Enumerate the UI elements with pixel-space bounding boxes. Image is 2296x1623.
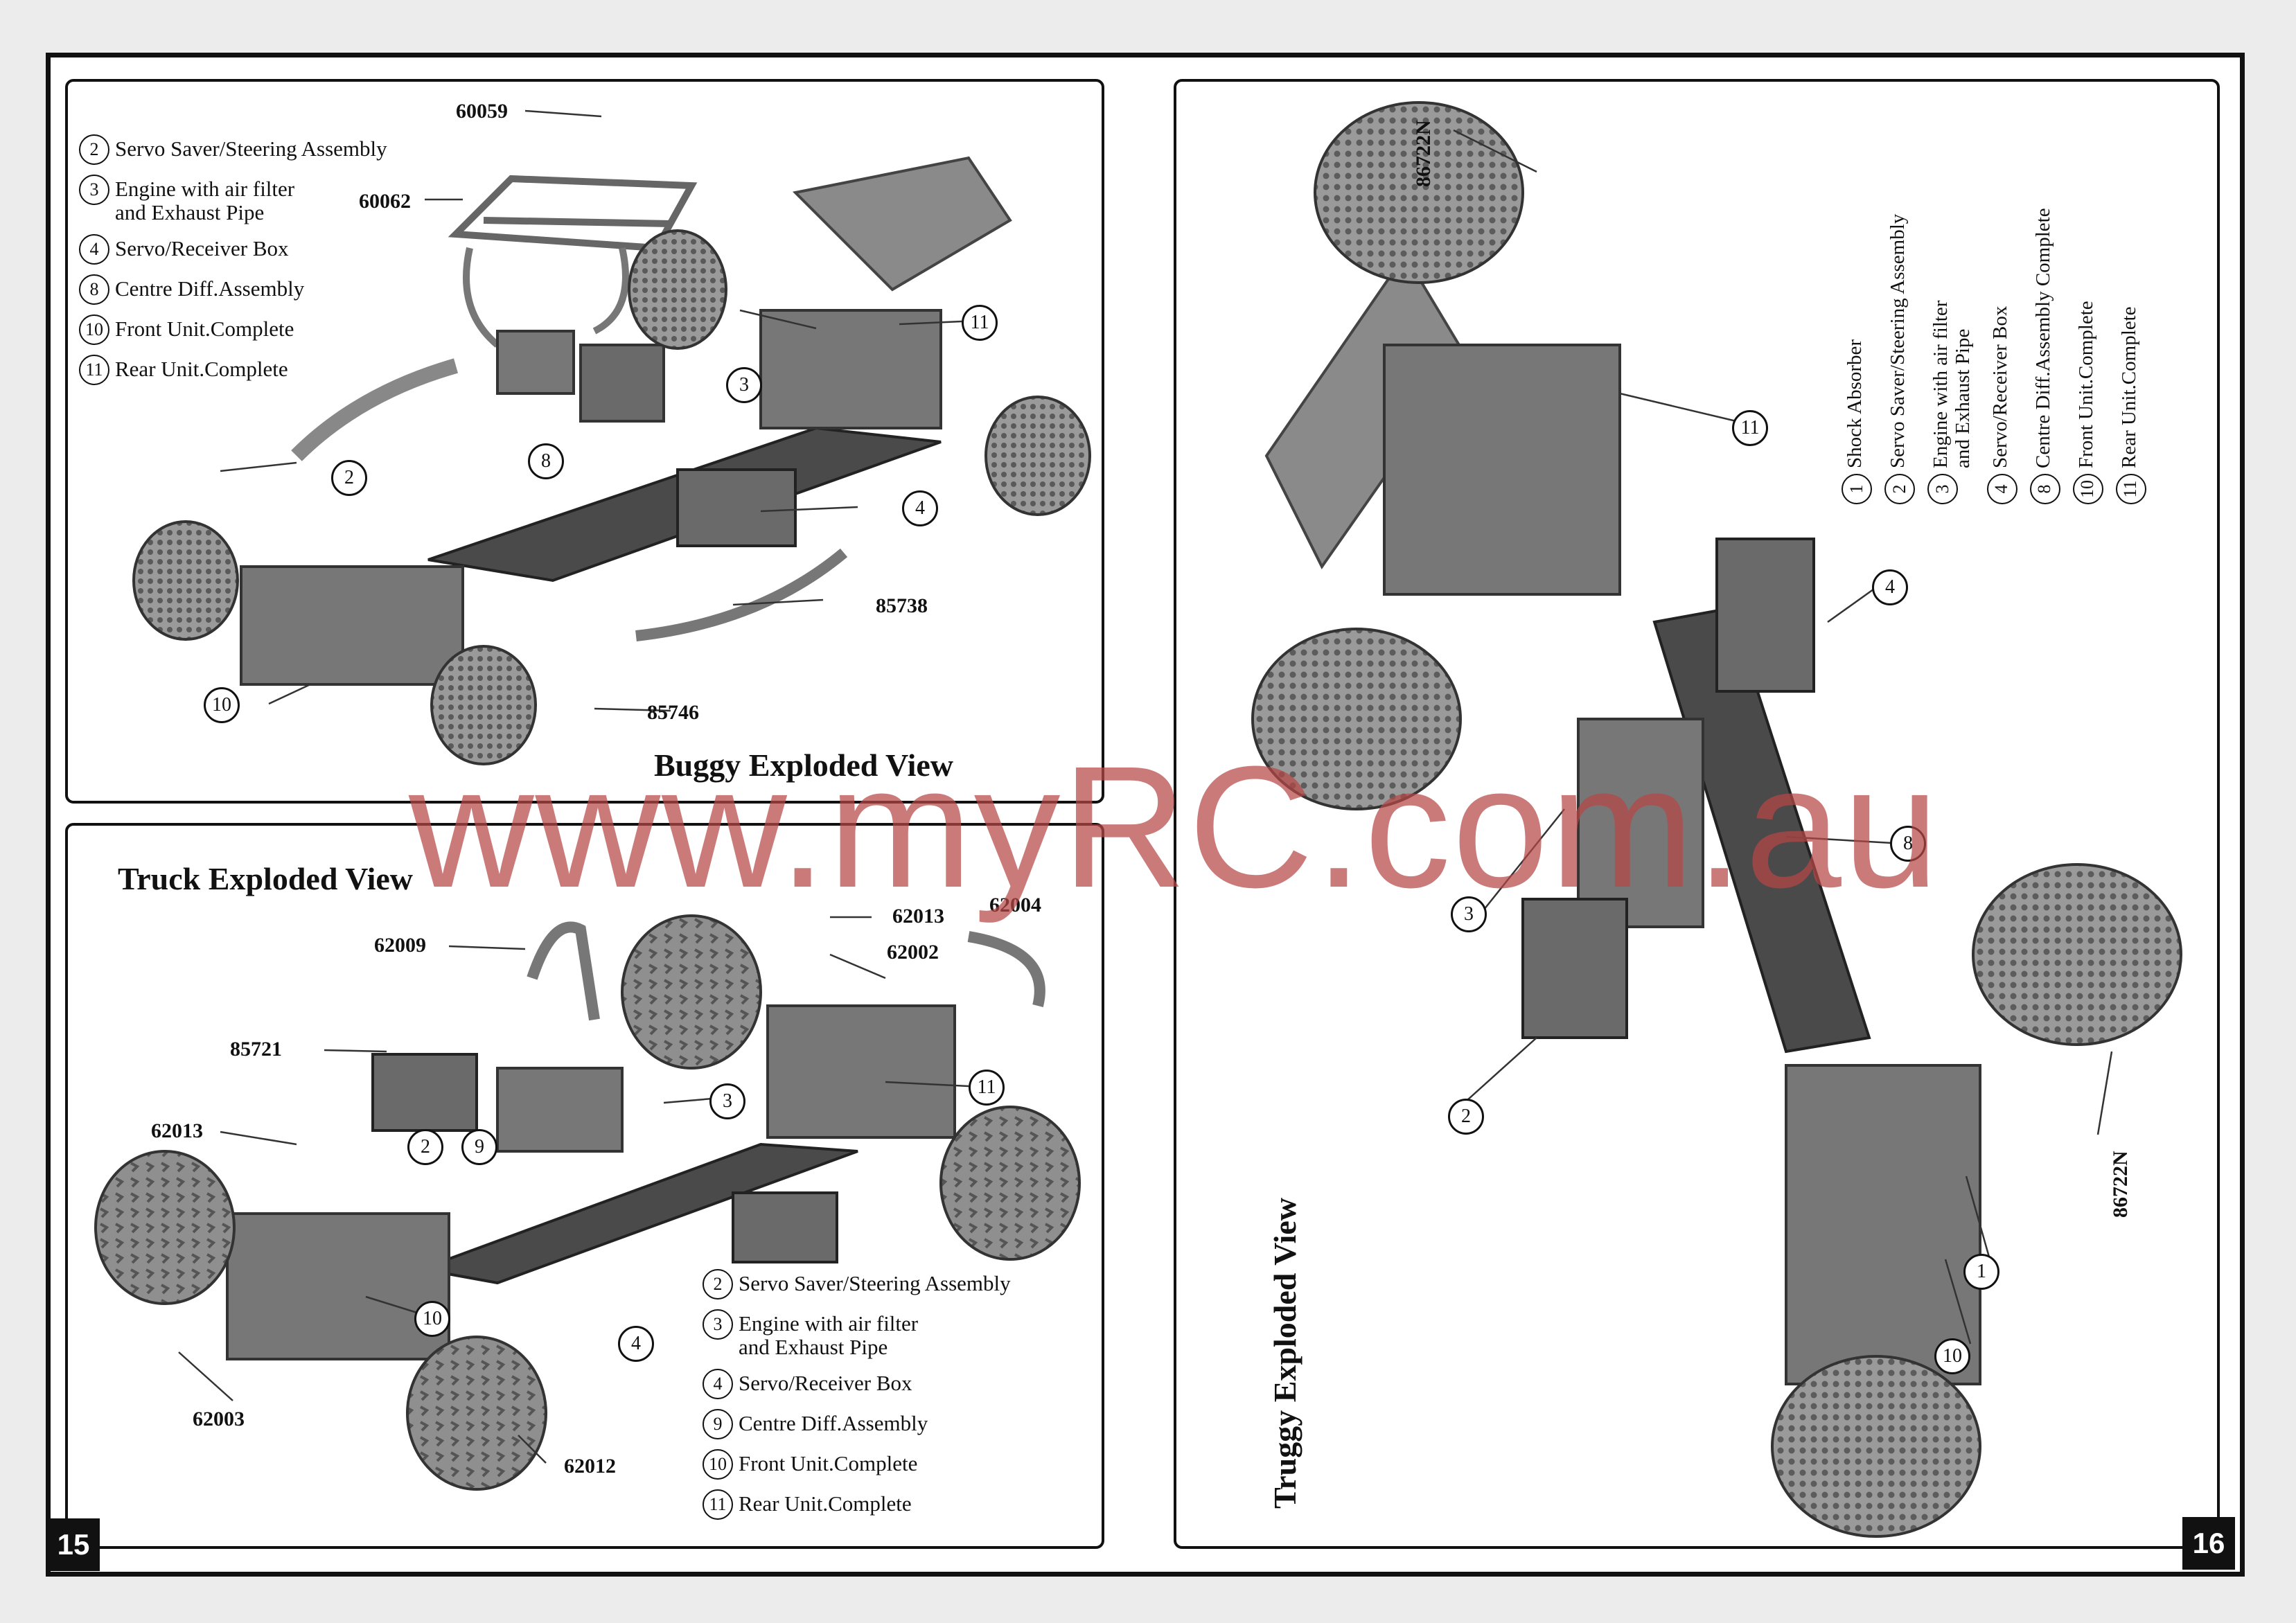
part-number: 85721 [230,1038,282,1061]
part-number: 62013 [892,905,944,928]
part-number: 62004 [989,894,1041,916]
callout-2: 2 [1448,1099,1484,1135]
watermark: www.myRC.com.au [409,730,1941,923]
part-number: 85738 [876,594,928,617]
truggy-exploded-illustration [1251,101,2182,1538]
callout-10: 10 [1934,1338,1970,1374]
callout-1: 1 [1963,1254,1999,1290]
callout-11: 11 [1732,410,1768,446]
part-number: 62003 [193,1408,245,1430]
truck-title: Truck Exploded View [118,861,413,896]
page-number-right: 16 [2182,1517,2235,1570]
part-number: 86722N [2109,1151,2132,1218]
callout-8: 8 [1890,826,1926,862]
part-number: 60062 [359,190,411,213]
callout-8: 8 [528,443,564,479]
callout-3: 3 [709,1083,745,1119]
buggy-title: Buggy Exploded View [654,747,953,783]
callout-11: 11 [962,305,998,341]
buggy-exploded-illustration [132,109,1091,765]
callout-2: 2 [331,460,367,496]
truck-exploded-illustration [94,914,1081,1491]
page-number-left: 15 [47,1518,100,1571]
callout-10: 10 [204,687,240,723]
callout-11: 11 [969,1070,1005,1106]
callout-2: 2 [407,1129,443,1165]
callout-4: 4 [902,490,938,526]
callout-3: 3 [726,367,762,403]
callout-4: 4 [618,1326,654,1362]
part-number: 62009 [374,934,426,957]
part-number: 60059 [456,100,508,123]
part-number: 62002 [887,941,939,964]
part-number: 86722N [1412,120,1435,187]
callout-3: 3 [1451,896,1487,932]
part-number: 62013 [151,1119,203,1142]
part-number: 85746 [647,701,699,724]
callout-9: 9 [461,1129,497,1165]
callout-4: 4 [1872,569,1908,605]
callout-10: 10 [414,1301,450,1337]
truck-panel: Truck Exploded View 62009 62013 62004 62… [65,823,1104,1549]
truggy-title: Truggy Exploded View [1267,1198,1302,1509]
part-number: 62012 [564,1455,616,1478]
